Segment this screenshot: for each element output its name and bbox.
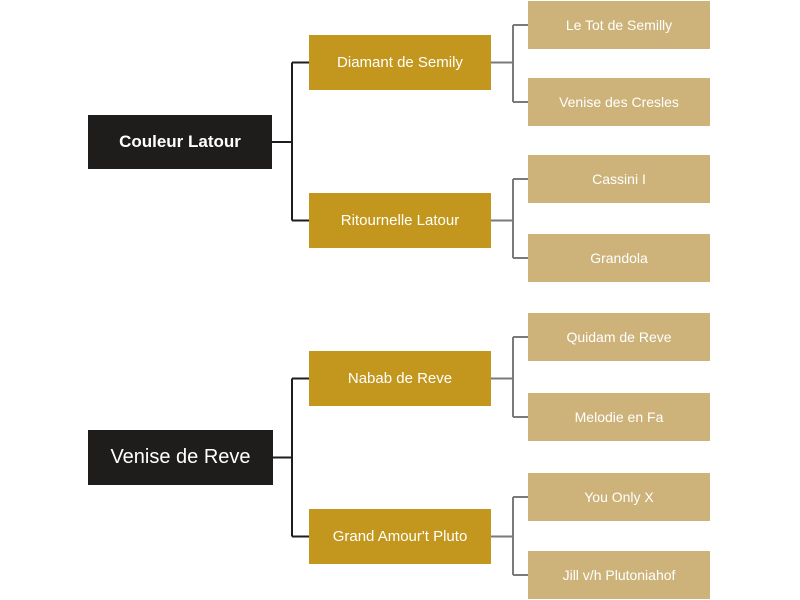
tree2-dam-sire-box: You Only X xyxy=(528,473,710,521)
connector-tree1-root xyxy=(272,61,309,222)
tree1-dam-sire-box: Cassini I xyxy=(528,155,710,203)
tree1-root-box: Couleur Latour xyxy=(88,115,272,169)
tree2-sire-sire-box: Quidam de Reve xyxy=(528,313,710,361)
tree2-dam-box: Grand Amour't Pluto xyxy=(309,509,491,564)
connector-tree1-dam xyxy=(491,178,528,259)
tree1-sire-sire-box: Le Tot de Semilly xyxy=(528,1,710,49)
connector-tree2-sire xyxy=(491,336,528,418)
connector-tree1-sire xyxy=(491,24,528,103)
connector-tree2-dam xyxy=(491,496,528,576)
tree2-sire-dam-box: Melodie en Fa xyxy=(528,393,710,441)
tree2-dam-dam-box: Jill v/h Plutoniahof xyxy=(528,551,710,599)
tree1-sire-box: Diamant de Semily xyxy=(309,35,491,90)
tree1-dam-dam-box: Grandola xyxy=(528,234,710,282)
tree1-sire-dam-box: Venise des Cresles xyxy=(528,78,710,126)
tree2-sire-box: Nabab de Reve xyxy=(309,351,491,406)
tree1-dam-box: Ritournelle Latour xyxy=(309,193,491,248)
connector-tree2-root xyxy=(272,377,309,538)
tree2-root-box: Venise de Reve xyxy=(88,430,273,485)
